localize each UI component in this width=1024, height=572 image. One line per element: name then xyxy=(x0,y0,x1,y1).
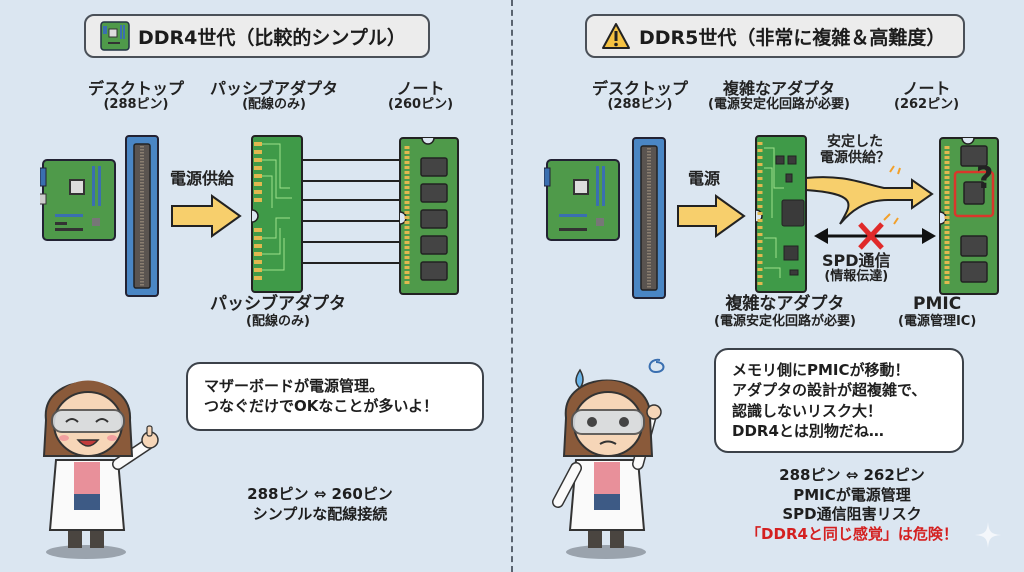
ddr5-power-label: 電源 xyxy=(688,169,721,188)
wire-lines xyxy=(302,159,400,264)
scientist-happy-character xyxy=(38,360,178,560)
ddr4-summary: 288ピン ⇔ 260ピン シンプルな配線接続 xyxy=(247,485,393,523)
notebook-memory-icon xyxy=(399,137,459,295)
ddr5-diagram xyxy=(544,128,1014,308)
ddr5-notebook-label: ノート (262ピン) xyxy=(894,79,960,113)
ddr5-warning-text: 「DDR4と同じ感覚」は危険！ xyxy=(746,524,958,543)
ddr4-speech-bubble: マザーボードが電源管理。 つなぐだけでOKなことが多いよ！ xyxy=(186,362,484,431)
notebook-memory-icon xyxy=(939,137,999,295)
pmic-chip-icon xyxy=(953,170,995,218)
ddr5-adapter-top-label: 複雑なアダプタ (電源安定化回路が必要) xyxy=(708,79,850,113)
ddr5-summary: 288ピン ⇔ 262ピン PMICが電源管理 SPD通信阻害リスク 「DDR4… xyxy=(732,466,972,544)
power-arrow-icon xyxy=(677,194,746,238)
pmic-label: PMIC (電源管理IC) xyxy=(898,294,977,329)
complex-adapter-icon xyxy=(755,135,807,293)
spd-label: SPD通信 (情報伝達) xyxy=(822,251,891,285)
spd-blocked-arrow-icon xyxy=(814,222,936,250)
section-divider xyxy=(511,0,513,572)
power-arrow-icon xyxy=(171,194,242,238)
motherboard-icon xyxy=(40,159,116,241)
motherboard-icon xyxy=(100,21,130,51)
ddr4-title-text: DDR4世代（比較的シンプル） xyxy=(138,26,406,49)
ddr4-title: DDR4世代（比較的シンプル） xyxy=(84,14,430,58)
motherboard-icon xyxy=(544,159,620,241)
question-mark: ? xyxy=(976,161,994,196)
ddr4-notebook-label: ノート (260ピン) xyxy=(388,79,454,113)
ddr4-desktop-label: デスクトップ (288ピン) xyxy=(88,79,185,113)
warning-icon xyxy=(601,22,631,50)
ddr5-adapter-bottom-label: 複雑なアダプタ (電源安定化回路が必要) xyxy=(714,294,856,329)
ddr4-diagram xyxy=(40,128,480,308)
ddr5-speech-bubble: メモリ側にPMICが移動！ アダプタの設計が超複雑で、 認識しないリスク大！ D… xyxy=(714,348,964,453)
ddr4-adapter-top-label: パッシブアダプタ (配線のみ) xyxy=(210,79,339,113)
ddr4-adapter-bottom-label: パッシブアダプタ (配線のみ) xyxy=(210,294,346,329)
stable-power-arrow-icon xyxy=(805,165,934,225)
ddr5-title: DDR5世代（非常に複雑＆高難度） xyxy=(585,14,965,58)
ddr5-title-text: DDR5世代（非常に複雑＆高難度） xyxy=(639,26,946,49)
ddr5-stable-power-label: 安定した 電源供給？ xyxy=(820,134,890,167)
desktop-slot-icon xyxy=(632,137,666,299)
desktop-slot-icon xyxy=(125,135,159,297)
scientist-worried-character xyxy=(552,352,692,562)
sparkle-icon xyxy=(975,522,1001,548)
passive-adapter-icon xyxy=(251,135,303,293)
ddr5-desktop-label: デスクトップ (288ピン) xyxy=(592,79,689,113)
ddr4-power-supply-label: 電源供給 xyxy=(170,169,235,188)
